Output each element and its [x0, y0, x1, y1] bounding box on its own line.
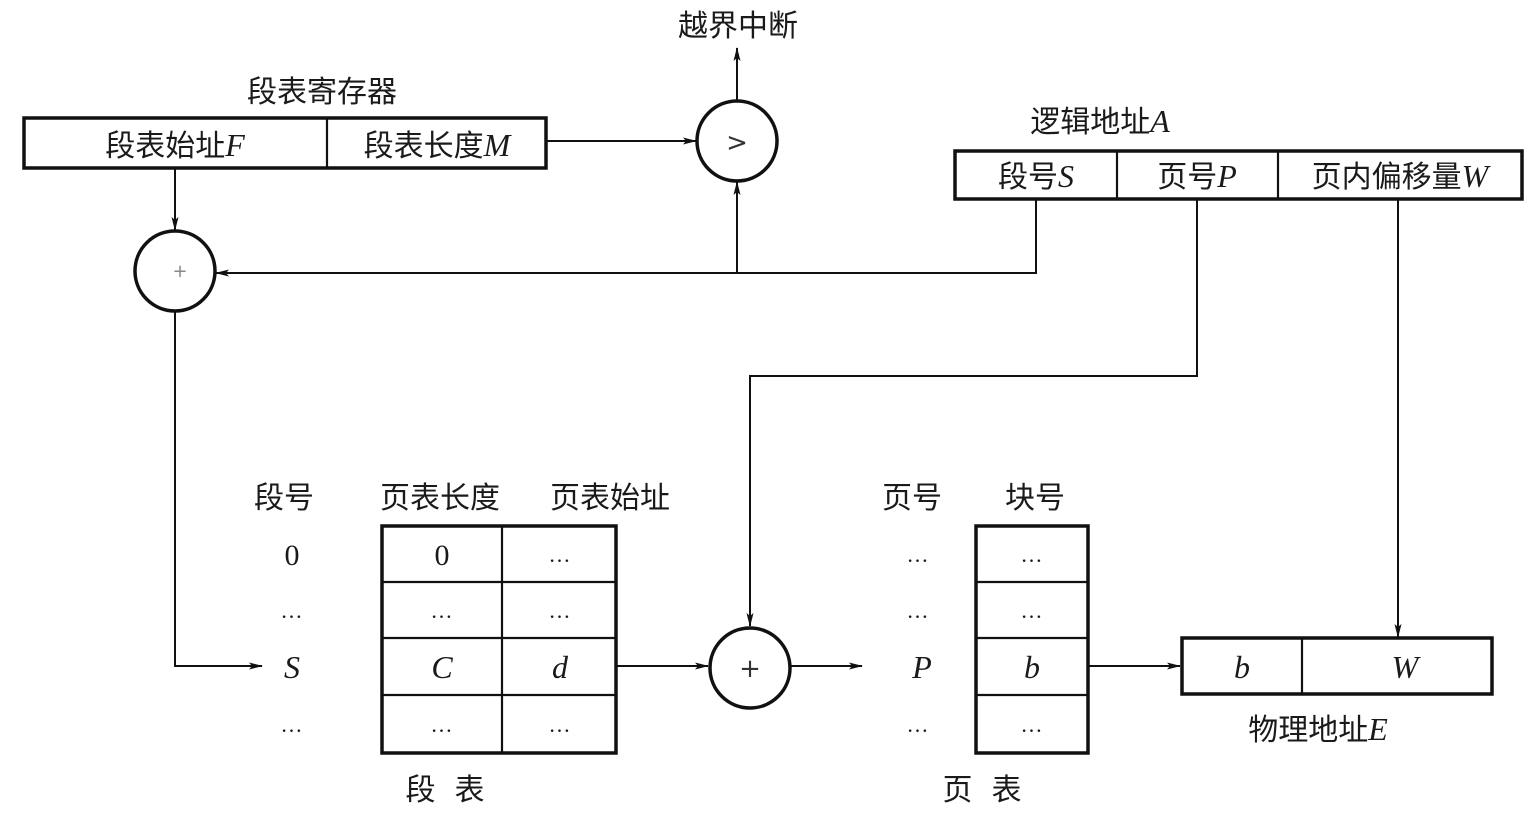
page-table-caption: 页 表: [942, 773, 1021, 808]
segment-table-box: [380, 524, 618, 755]
segment-table-cell: d: [552, 649, 569, 685]
page-index-3: …: [907, 712, 930, 737]
segment-table-cell: …: [431, 712, 454, 737]
physical-address-box: [1180, 636, 1494, 696]
segment-table: 0 … … … C d … …: [380, 524, 618, 755]
page-table-cell: b: [1024, 649, 1040, 685]
segno-to-adder-arrow: [215, 199, 1037, 277]
segment-table-cell: …: [549, 598, 572, 623]
physical-block-field: b: [1234, 649, 1250, 685]
segment-adder-symbol: +: [172, 261, 187, 282]
page-adder-circle: [708, 626, 792, 710]
segment-table-index-header: 段号: [254, 481, 314, 516]
segment-index-3: …: [281, 712, 304, 737]
adder-to-segment-table-arrow: [174, 311, 263, 670]
segment-adder: +: [133, 229, 217, 313]
segment-table-cell: 0: [435, 539, 450, 572]
segment-table-cell: …: [431, 598, 454, 623]
segment-table-col-page-table-start: 页表始址: [550, 481, 670, 516]
segment-table-length-field: 段表长度M: [364, 127, 513, 164]
overflow-interrupt-label: 越界中断: [678, 9, 798, 44]
segment-index-1: …: [281, 598, 304, 623]
segment-table-col-page-table-length: 页表长度: [380, 481, 500, 516]
segment-index-0: 0: [285, 539, 300, 572]
comparator: >: [695, 99, 779, 183]
segment-table-caption: 段 表: [405, 773, 484, 808]
page-table-cell: …: [1021, 598, 1044, 623]
page-table-cell: …: [1021, 712, 1044, 737]
segment-table-register: 段表始址F 段表长度M: [22, 116, 548, 170]
physical-address: b W: [1180, 636, 1494, 696]
segment-table-start-field: 段表始址F: [105, 127, 245, 164]
page-index-2: P: [911, 649, 932, 685]
page-adder: +: [708, 626, 792, 710]
page-table-col-block-number: 块号: [1005, 481, 1065, 516]
segment-table-cell: …: [549, 712, 572, 737]
segment-table-cell: C: [431, 649, 453, 685]
page-index-0: …: [907, 542, 930, 567]
page-table-index-header: 页号: [882, 481, 942, 516]
logical-address-box: [953, 149, 1524, 201]
page-adder-symbol: +: [739, 654, 761, 684]
page-table: … … b …: [974, 524, 1090, 755]
page-table-cell: …: [1021, 542, 1044, 567]
page-number-field: 页号P: [1157, 158, 1237, 195]
logical-address-label: 逻辑地址A: [1030, 103, 1170, 140]
page-table-box: [974, 524, 1090, 755]
page-index-1: …: [907, 598, 930, 623]
segment-number-field: 段号S: [998, 158, 1074, 195]
pageno-to-adder-arrow: [746, 199, 1198, 627]
page-table-index: … … P …: [907, 542, 932, 737]
logical-address: 段号S 页号P 页内偏移量W: [953, 149, 1524, 201]
segment-table-register-label: 段表寄存器: [247, 75, 397, 110]
segment-table-index: 0 … S …: [281, 539, 304, 737]
segment-table-register-box: [22, 116, 548, 170]
physical-address-label: 物理地址E: [1248, 711, 1388, 748]
physical-offset-field: W: [1392, 649, 1422, 685]
page-offset-field: 页内偏移量W: [1312, 158, 1492, 195]
segment-index-2: S: [284, 649, 300, 685]
segment-table-cell: …: [549, 542, 572, 567]
comparator-symbol: >: [726, 128, 748, 158]
